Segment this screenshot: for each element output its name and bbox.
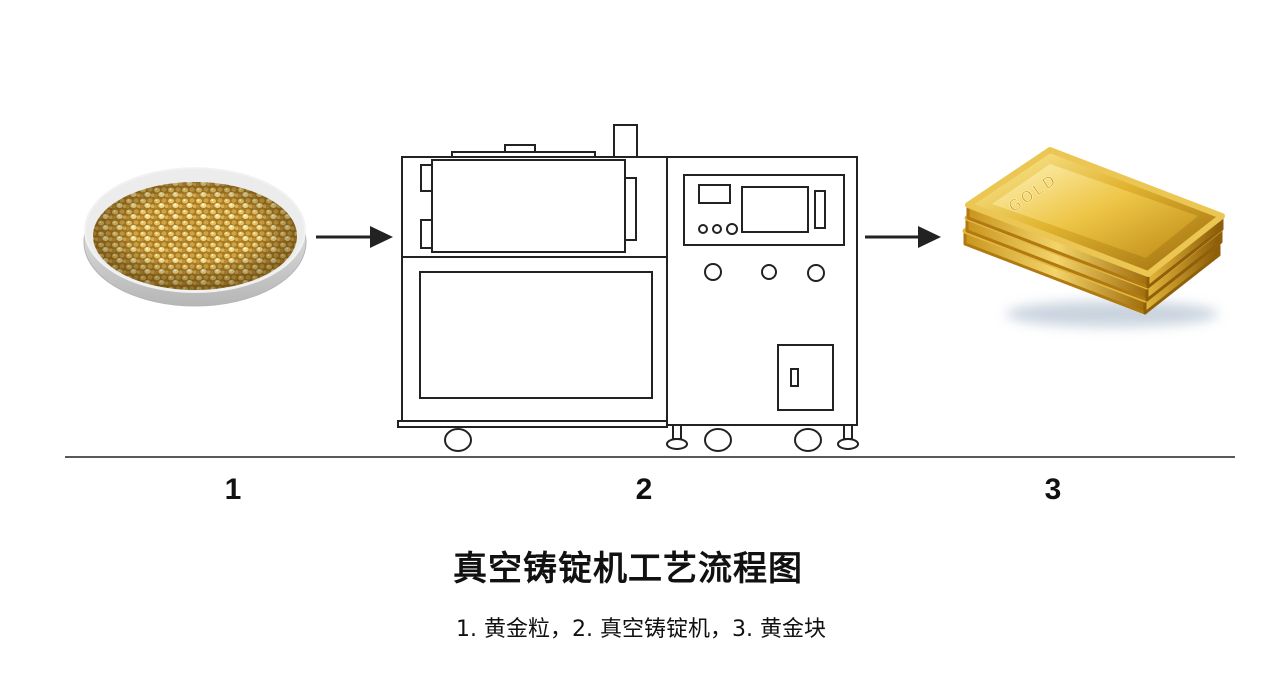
control-indicator-light <box>698 224 708 234</box>
door-handle <box>790 368 799 387</box>
gold-bars-shadow <box>1006 301 1218 327</box>
arrow-head <box>918 226 941 248</box>
granules-shading <box>93 182 297 290</box>
step-number-1: 1 <box>224 473 242 506</box>
dish-rim-highlight <box>84 167 306 293</box>
caster-wheel <box>704 428 732 452</box>
caster-wheel <box>444 428 472 452</box>
step-number-3: 3 <box>1044 473 1062 506</box>
vacuum-casting-machine-icon <box>397 124 859 452</box>
chamber-bracket-left-top <box>420 164 433 192</box>
control-slot <box>814 190 826 229</box>
control-screen <box>741 186 809 233</box>
machine-base-plate <box>397 420 668 428</box>
gold-granules-dish-icon <box>83 167 307 307</box>
gold-bars-icon: GOLD <box>962 147 1225 327</box>
control-knob <box>761 264 777 280</box>
leveling-foot-pad <box>837 438 859 450</box>
leveling-foot-stem <box>843 424 853 440</box>
control-knob <box>807 264 825 282</box>
control-indicator-light <box>712 224 722 234</box>
arrow-2-to-3 <box>865 226 941 248</box>
control-knob <box>704 263 722 281</box>
machine-chimney <box>613 124 638 159</box>
arrow-head <box>370 226 393 248</box>
bar-top-bevel <box>992 164 1198 258</box>
caster-wheel <box>794 428 822 452</box>
diagram-title: 真空铸锭机工艺流程图 <box>453 549 803 589</box>
cabinet-door <box>777 344 834 411</box>
diagram-caption: 1. 黄金粒，2. 真空铸锭机，3. 黄金块 <box>456 617 826 642</box>
leveling-foot-pad <box>666 438 688 450</box>
machine-upper-chamber <box>431 159 626 253</box>
control-indicator-light <box>726 223 738 235</box>
leveling-foot-stem <box>672 424 682 440</box>
control-display <box>698 184 731 204</box>
leveling-foot <box>837 424 859 450</box>
chamber-bracket-left-bottom <box>420 219 433 249</box>
step-number-2: 2 <box>635 473 653 506</box>
chamber-bracket-right <box>624 177 637 241</box>
machine-lower-window <box>419 271 653 399</box>
arrow-1-to-2 <box>316 226 393 248</box>
leveling-foot <box>666 424 688 450</box>
gold-bar-top: GOLD <box>965 147 1225 289</box>
